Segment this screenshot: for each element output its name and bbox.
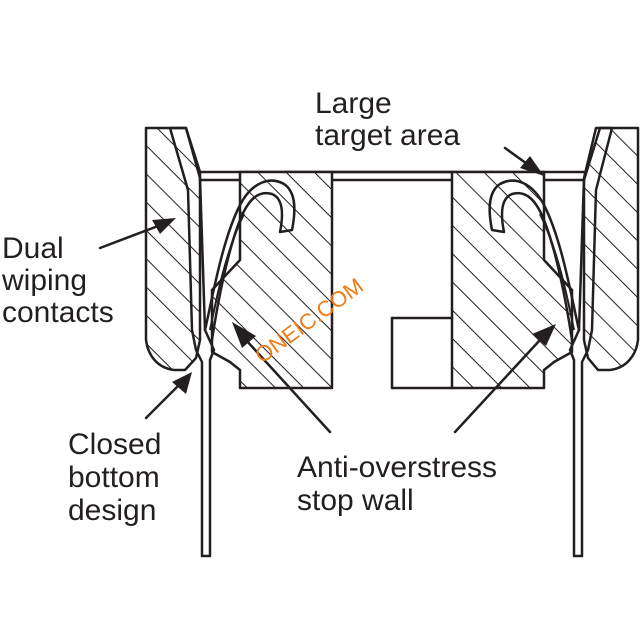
arrow-head-stop-right [532, 324, 556, 346]
arrow-head-dual [152, 218, 176, 234]
center-gap [330, 170, 454, 390]
right-contact [488, 126, 614, 558]
label-dual-2: wiping [1, 264, 87, 297]
label-large-target-1: Large [315, 87, 392, 120]
label-closed-2: bottom [68, 461, 160, 494]
left-contact [168, 126, 296, 558]
label-anti-1: Anti-overstress [297, 451, 497, 484]
label-closed-1: Closed [68, 428, 161, 461]
label-large-target-2: target area [315, 119, 460, 152]
label-dual-1: Dual [2, 232, 64, 265]
leader-arrows [98, 146, 556, 434]
arrow-head-closed [172, 372, 192, 394]
label-closed-3: design [68, 494, 156, 527]
arrow-head-target [520, 156, 544, 176]
right-insulator-block [450, 170, 574, 390]
arrow-head-stop-left [232, 322, 256, 348]
label-dual-3: contacts [2, 296, 114, 329]
label-anti-2: stop wall [297, 484, 414, 517]
